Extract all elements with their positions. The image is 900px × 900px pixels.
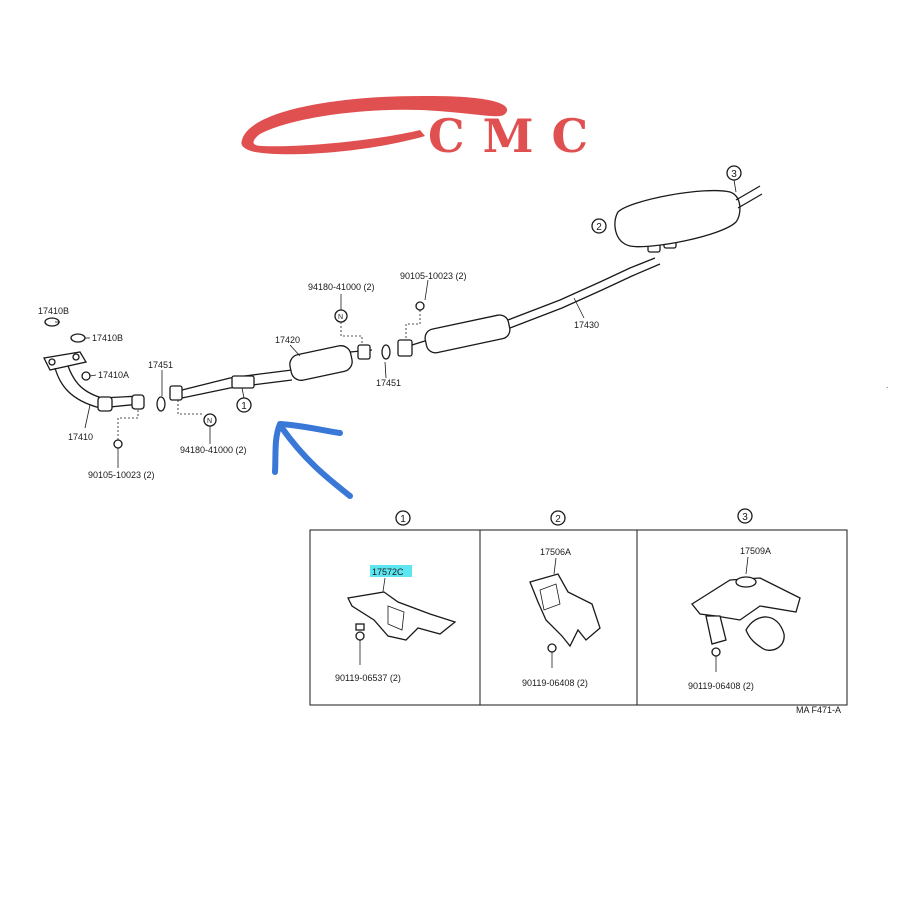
panel-1-bolt-label: 90119-06537 (2) <box>335 673 401 683</box>
hanger-17506a <box>529 573 601 648</box>
label-17410: 17410 <box>68 432 93 442</box>
blue-annotation-arrow <box>272 421 353 499</box>
callout-1: 1 <box>236 387 252 413</box>
label-nut-lower: 94180-41000 (2) <box>180 445 247 455</box>
svg-text:2: 2 <box>596 222 602 233</box>
callout-3: 3 <box>726 165 742 193</box>
cmc-logo: CMC <box>241 95 606 163</box>
svg-text:1: 1 <box>241 401 247 412</box>
label-bolt-left: 90105-10023 (2) <box>88 470 155 480</box>
main-muffler <box>614 189 741 248</box>
detail-panel-1: 1 17572C 90119-06537 (2) <box>309 510 481 706</box>
logo-text: CMC <box>428 109 606 163</box>
label-17410a: 17410A <box>98 370 129 380</box>
center-pipe-17420 <box>169 309 391 427</box>
panel-2-part-label: 17506A <box>540 547 571 557</box>
label-17410b-side: 17410B <box>92 333 123 343</box>
panel-3-number: 3 <box>742 512 748 523</box>
svg-text:.: . <box>886 381 888 390</box>
clamp-17410a <box>81 371 91 381</box>
panel-2-number: 2 <box>555 514 561 525</box>
part-highlight <box>370 565 412 577</box>
panel-1-part-label: 17572C <box>372 567 404 577</box>
sub-muffler <box>424 314 511 354</box>
label-nut-upper: 94180-41000 (2) <box>308 282 375 292</box>
panel-1-number: 1 <box>400 514 406 525</box>
nut-symbol-lower: N <box>207 418 212 425</box>
panel-3-part-label: 17509A <box>740 546 771 556</box>
label-17451-right: 17451 <box>376 378 401 388</box>
label-bolt-right: 90105-10023 (2) <box>400 271 467 281</box>
label-17451-left: 17451 <box>148 360 173 370</box>
label-17420: 17420 <box>275 335 300 345</box>
detail-panel-2: 2 17506A 90119-06408 (2) <box>479 510 638 706</box>
callout-2: 2 <box>591 218 607 234</box>
tail-pipe-17430 <box>397 185 763 357</box>
center-pipe-flange-front <box>169 385 183 401</box>
bolt-right <box>415 301 425 311</box>
center-muffler <box>289 345 353 381</box>
logo-swoosh <box>241 95 508 155</box>
detail-panel-3: 3 17509A 90119-06408 (2) <box>636 508 848 706</box>
hanger-bracket-1 <box>231 375 255 389</box>
front-pipe-joint <box>97 396 113 412</box>
tailpipe-flange <box>397 339 413 357</box>
hanger-17572c <box>347 591 457 641</box>
label-17410b-top: 17410B <box>38 306 69 316</box>
label-17430: 17430 <box>574 320 599 330</box>
gasket-17451-right <box>381 344 391 360</box>
svg-text:3: 3 <box>731 169 737 180</box>
panel-2-bolt-label: 90119-06408 (2) <box>522 678 588 688</box>
bolt-left <box>113 439 123 449</box>
nut-symbol-upper: N <box>338 314 343 321</box>
panel-3-bolt-label: 90119-06408 (2) <box>688 681 754 691</box>
gasket-17410b-side <box>70 333 86 343</box>
gasket-17451-left <box>156 396 166 412</box>
figure-code: MA F471-A <box>796 705 841 715</box>
front-pipe-17410 <box>43 317 166 449</box>
